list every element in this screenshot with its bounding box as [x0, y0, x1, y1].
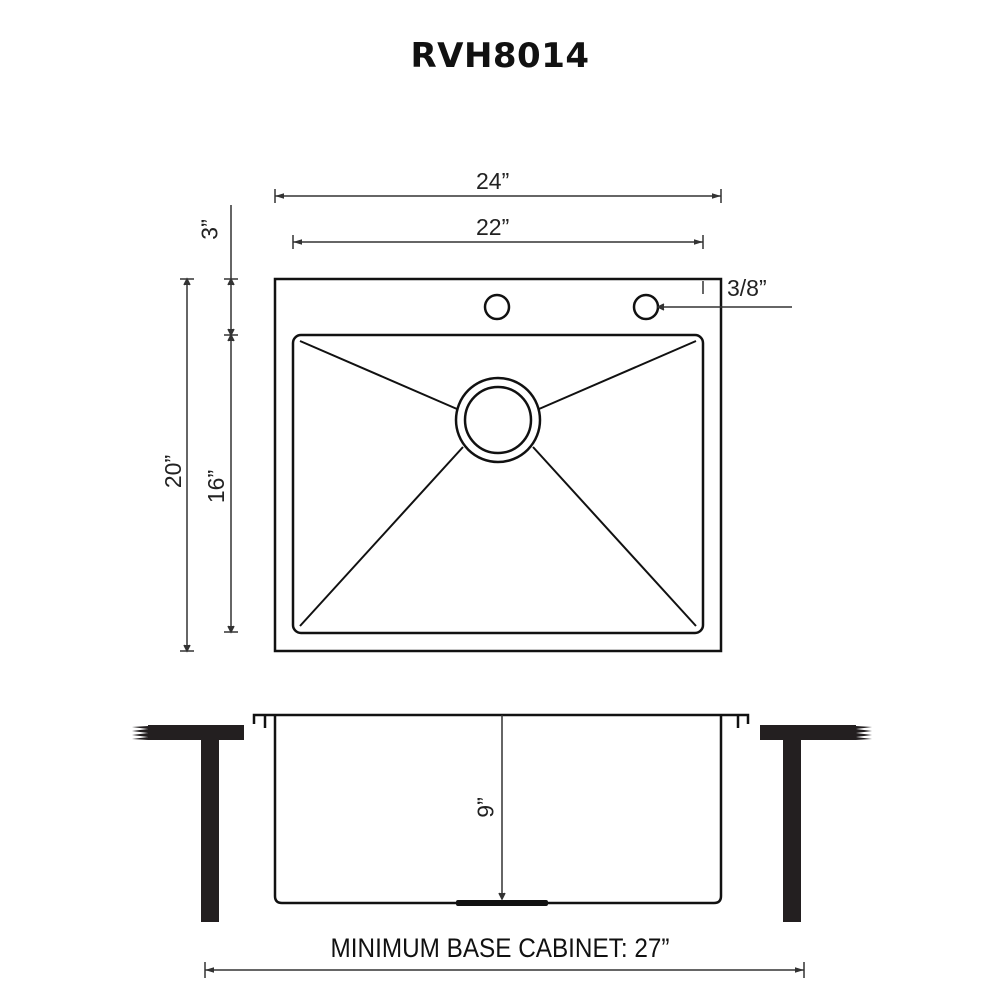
sink-top-view — [273, 277, 723, 653]
dim-3-8-leader — [656, 281, 792, 311]
faucet-hole-label: 3/8” — [727, 275, 767, 301]
bowl-depth-label: 9” — [472, 797, 499, 818]
sink-side-view — [252, 713, 750, 905]
min-cabinet-label: MINIMUM BASE CABINET: 27” — [330, 933, 670, 963]
left-countertop — [132, 725, 244, 922]
overall-width-label: 24” — [476, 168, 510, 194]
model-title: RVH8014 — [410, 36, 590, 76]
right-countertop — [760, 725, 872, 922]
deck-depth-label: 3” — [196, 219, 223, 240]
bowl-width-label: 22” — [476, 214, 510, 240]
dim-27-line — [204, 962, 805, 978]
bowl-front-back-label: 16” — [203, 469, 230, 504]
dim-22-line — [292, 235, 704, 249]
overall-depth-label: 20” — [160, 454, 187, 489]
dim-24-line — [274, 189, 722, 203]
drain-strainer — [456, 900, 548, 906]
dim-9-line — [498, 715, 506, 901]
dim-3-16-line — [224, 205, 238, 634]
dim-20-line — [180, 277, 194, 653]
